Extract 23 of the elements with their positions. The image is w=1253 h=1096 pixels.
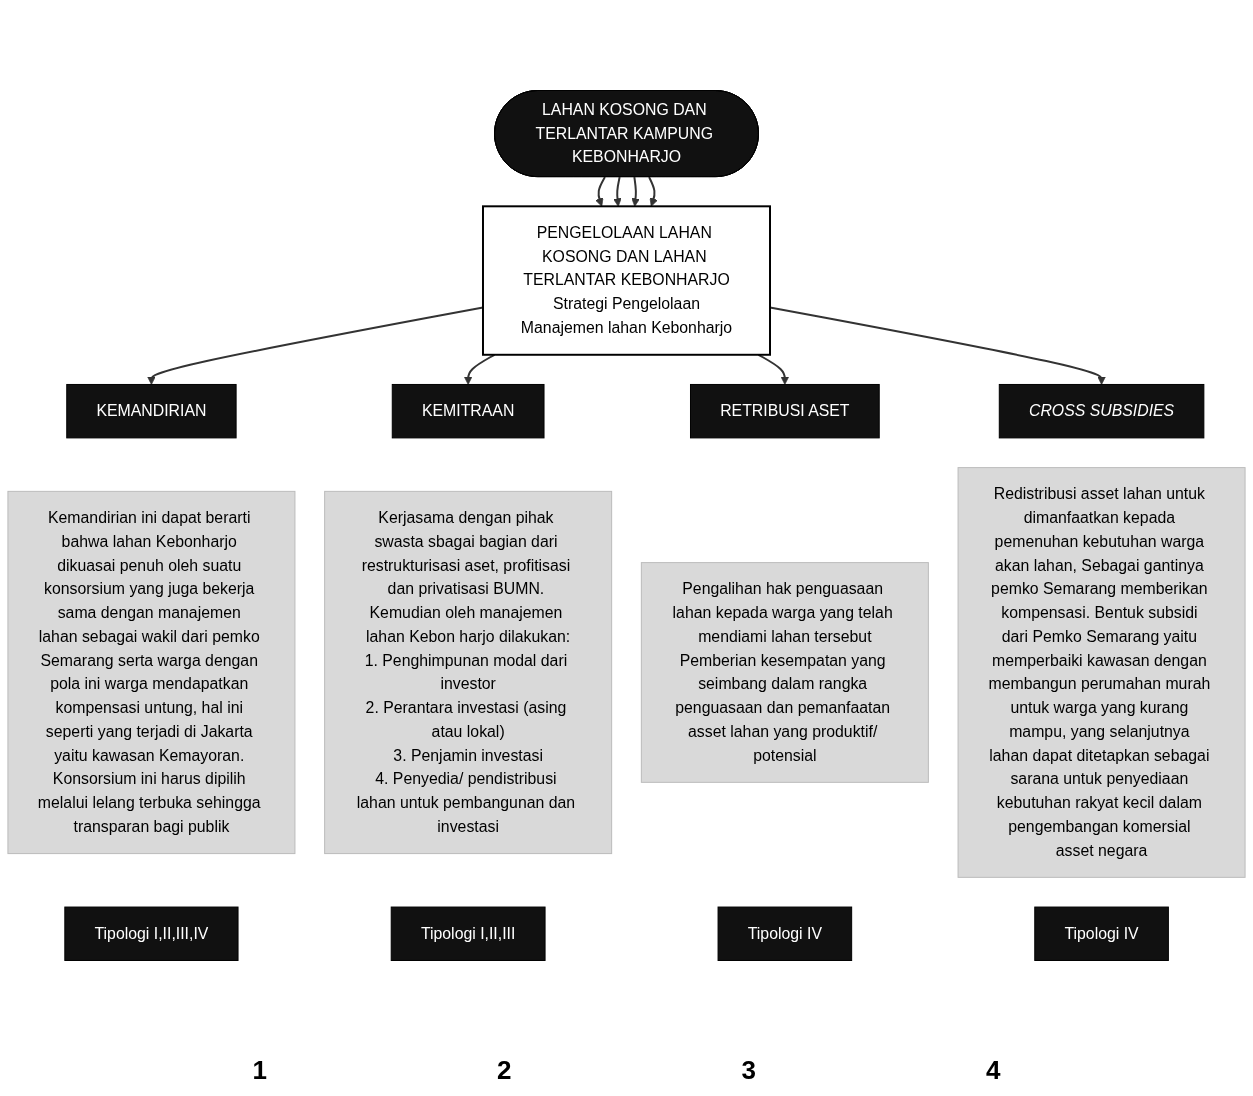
node-box: Tipologi IV [717,906,853,961]
node-box: PENGELOLAAN LAHAN KOSONG DAN LAHAN TERLANTAR KEBONHARJO Strategi Pengelolaan Manajemen lahan Kebonharjo [482,205,771,356]
column-number: 4 [985,1055,1001,1086]
arrow [648,176,658,207]
node-box: Redistribusi asset lahan untuk dimanfaatkan kepada pemenuhan kebutuhan warga akan lahan, Sebagai gantinya pemko Semarang memberikan kompensasi. Bentuk subsidi dari Pemko Semarang yaitu memperbaiki kawasan dengan membangun perumahan murah untuk warga yang kurang mampu, yang selanjutnya lahan dapat ditetapkan sebagai sarana untuk penyediaan kebutuhan rakyat kecil dalam pengembangan komersial asset negara [957,467,1246,878]
column-number: 3 [741,1055,756,1086]
arrow [631,176,640,207]
node-box: Tipologi IV [1034,906,1169,961]
column-number: 1 [252,1055,268,1086]
node-box: CROSS SUBSIDIES [998,383,1205,439]
arrow [757,353,790,385]
node-box: KEMITRAAN [391,383,545,439]
node-box: Tipologi I,II,III [390,906,546,961]
node-box: Tipologi I,II,III,IV [64,906,239,961]
arrow [463,353,496,385]
arrow [613,176,622,207]
node-box: Kerjasama dengan pihak swasta sbagai bagian dari restrukturisasi aset, profitisasi dan privatisasi BUMN. Kemudian oleh manajemen lahan Kebon harjo dilakukan: 1. Penghimpunan modal dari investor 2. Perantara investasi (asing atau lokal) 3. Penjamin investasi 4. Penyedia/ pendistribusi lahan untuk pembangunan dan investasi [324,490,613,855]
node-box: Kemandirian ini dapat berarti bahwa lahan Kebonharjo dikuasai penuh oleh suatu konsorsium yang juga bekerja sama dengan manajemen lahan sebagai wakil dari pemko Semarang serta warga dengan pola ini warga mendapatkan kompensasi untung, hal ini seperti yang terjadi di Jakarta yaitu kawasan Kemayoran. Konsorsium ini harus dipilih melalui lelang terbuka sehingga transparan bagi publik [7,490,296,855]
node-box: RETRIBUSI ASET [690,383,880,439]
node-box: KEMANDIRIAN [66,383,237,439]
arrow [595,176,606,207]
column-number: 2 [497,1055,512,1086]
node-box: Pengalihan hak penguasaan lahan kepada warga yang telah mendiami lahan tersebut Pemberian kesempatan yang seimbang dalam rangka penguasaan dan pemanfaatan asset lahan yang produktif/ potensial [640,562,929,783]
